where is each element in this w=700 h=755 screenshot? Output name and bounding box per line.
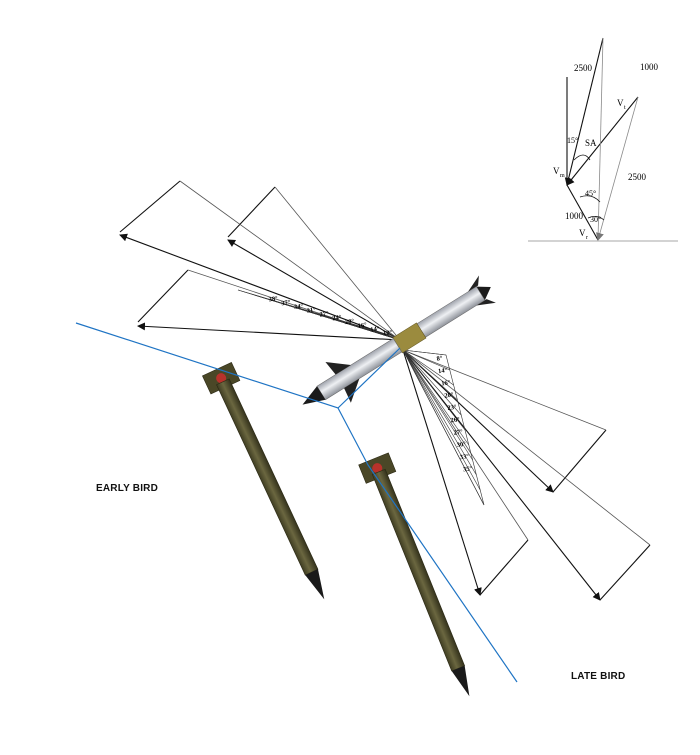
label-1000-left: 1000	[565, 211, 584, 221]
target-wing	[344, 378, 360, 403]
label-45deg: 45°	[585, 189, 596, 198]
lower-fan-side-1	[479, 539, 529, 596]
angle-label: 33°	[459, 453, 469, 461]
lower-angle-wedge	[402, 349, 485, 506]
late-missile-body	[371, 468, 466, 672]
upper-fan-side-1	[119, 180, 181, 233]
arc-30	[587, 216, 605, 221]
angle-label: 37°	[281, 299, 291, 307]
upper-fan-side-3	[137, 269, 189, 323]
label-vt: V	[617, 98, 624, 108]
lower-fan-side-2	[552, 429, 607, 493]
target-nose	[476, 286, 491, 301]
late-bird-label: LATE BIRD	[571, 671, 626, 682]
late-bird-missile	[358, 452, 470, 697]
target-fin	[476, 299, 496, 306]
upper-fan-vector-2	[227, 239, 401, 341]
angle-label: 34°	[294, 303, 304, 311]
lower-fan-side-3	[599, 544, 651, 601]
vector-vm-to-vr	[566, 184, 599, 241]
wedge-divider	[402, 349, 462, 416]
target-body-rear	[316, 338, 403, 401]
trajectory-lines	[75, 322, 518, 683]
label-vt-sub: t	[624, 105, 626, 111]
upper-angle-labels: 38°37°34°31°27°24°20°16°14°10°	[268, 295, 393, 337]
late-seeker-cap	[372, 463, 383, 474]
upper-fan-closing-1	[179, 180, 401, 341]
target-tail	[302, 386, 326, 405]
lower-intercept-fan: 8° 14° 16° 20° 23° 26° 27° 30° 33° 35°	[402, 349, 651, 601]
wedge-divider	[402, 349, 447, 356]
wedge-divider	[402, 349, 470, 446]
target-missile	[302, 275, 496, 405]
upper-fan-vector-1	[119, 233, 401, 341]
early-missile-tip	[305, 569, 325, 600]
arc-45	[579, 195, 601, 203]
arc-15	[573, 154, 591, 161]
angle-label: 8°	[436, 355, 443, 363]
angle-label: 23°	[447, 404, 457, 412]
upper-fan-closing-2	[274, 186, 401, 341]
wedge-divider	[402, 349, 450, 371]
upper-fan-side-2	[227, 186, 276, 238]
angle-label: 24°	[332, 314, 342, 322]
angle-label: 27°	[319, 310, 329, 318]
angle-label: 16°	[357, 322, 367, 330]
angle-label: 26°	[450, 416, 460, 424]
upper-fan-vector-3	[137, 322, 401, 341]
angle-label: 16°	[441, 379, 451, 387]
angle-label: 38°	[268, 295, 278, 303]
label-vr-sub: r	[586, 235, 588, 241]
velocity-vector-diagram: 2500 1000 V t 15° SA V m 45° 2500 1000 3…	[528, 37, 678, 242]
vector-vt	[566, 96, 639, 186]
lower-fan-closing-3	[402, 349, 651, 546]
wedge-divider	[402, 349, 473, 461]
early-seeker-cap	[216, 373, 227, 384]
label-15deg: 15°	[567, 136, 578, 145]
early-missile-body	[216, 378, 319, 576]
early-bird-label: EARLY BIRD	[96, 483, 159, 494]
label-2500-top: 2500	[574, 63, 593, 73]
upper-intercept-fan: 38°37°34°31°27°24°20°16°14°10°	[119, 180, 401, 341]
angle-label: 10°	[383, 329, 393, 337]
wedge-divider	[402, 349, 466, 431]
late-missile-tip	[451, 665, 470, 697]
label-2500-right: 2500	[628, 172, 647, 182]
label-sa: SA	[585, 138, 597, 148]
early-bird-missile	[202, 361, 325, 600]
vector-2500-thin	[596, 96, 639, 241]
late-trajectory	[337, 407, 518, 683]
wedge-divider	[402, 349, 481, 491]
wedge-divider	[402, 349, 477, 476]
lower-fan-closing-2	[402, 349, 607, 431]
label-1000-top: 1000	[640, 62, 659, 72]
target-wing	[325, 362, 351, 375]
wedge-divider	[402, 349, 485, 506]
label-30deg: 30°	[590, 215, 601, 224]
angle-label: 30°	[456, 441, 466, 449]
lower-angle-labels: 8° 14° 16° 20° 23° 26° 27° 30° 33° 35°	[436, 355, 473, 474]
vector-1000-thin	[597, 37, 604, 241]
angle-label: 31°	[306, 307, 316, 315]
angle-label: 20°	[444, 391, 454, 399]
upper-angle-wedge	[237, 289, 401, 341]
label-vm-sub: m	[560, 173, 565, 179]
wedge-divider	[402, 349, 454, 386]
angle-label: 35°	[463, 465, 473, 473]
angle-label: 14°	[438, 367, 448, 375]
angle-label: 20°	[345, 318, 355, 326]
lower-fan-vector-2	[402, 349, 554, 493]
angle-label: 27°	[453, 428, 463, 436]
vector-2500-slant	[564, 37, 604, 186]
lower-fan-closing-1	[402, 349, 529, 541]
lower-fan-vector-3	[402, 349, 601, 601]
target-body-front	[416, 286, 486, 338]
wedge-divider	[402, 349, 458, 401]
label-vm: V	[553, 166, 560, 176]
lower-fan-vector-1	[402, 349, 482, 596]
label-vr: V	[579, 228, 586, 238]
angle-label: 14°	[370, 325, 380, 333]
